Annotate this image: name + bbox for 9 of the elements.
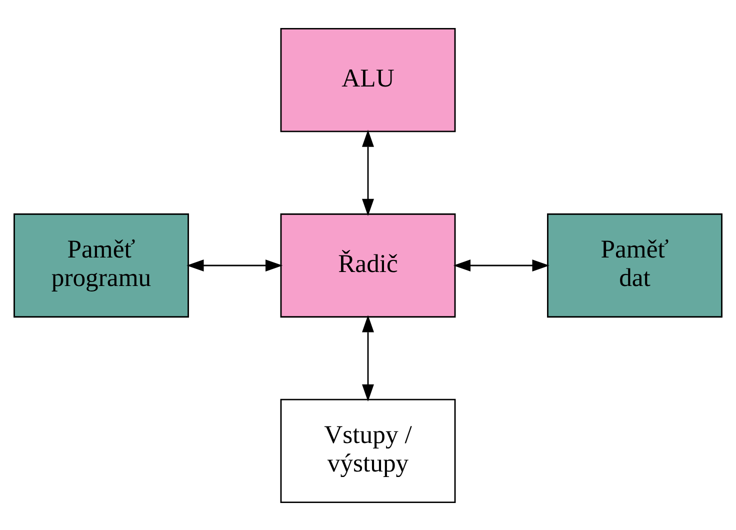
node-box: Vstupy / výstupy [280,398,456,502]
arrow [453,259,550,271]
node-box: Paměť programu [14,212,189,318]
node-box: Paměť dat [547,212,722,318]
arrow [362,129,374,216]
node-box: ALU [280,28,456,132]
arrow [362,314,374,401]
node-box: Řadič [280,212,456,318]
arrow [186,259,283,271]
